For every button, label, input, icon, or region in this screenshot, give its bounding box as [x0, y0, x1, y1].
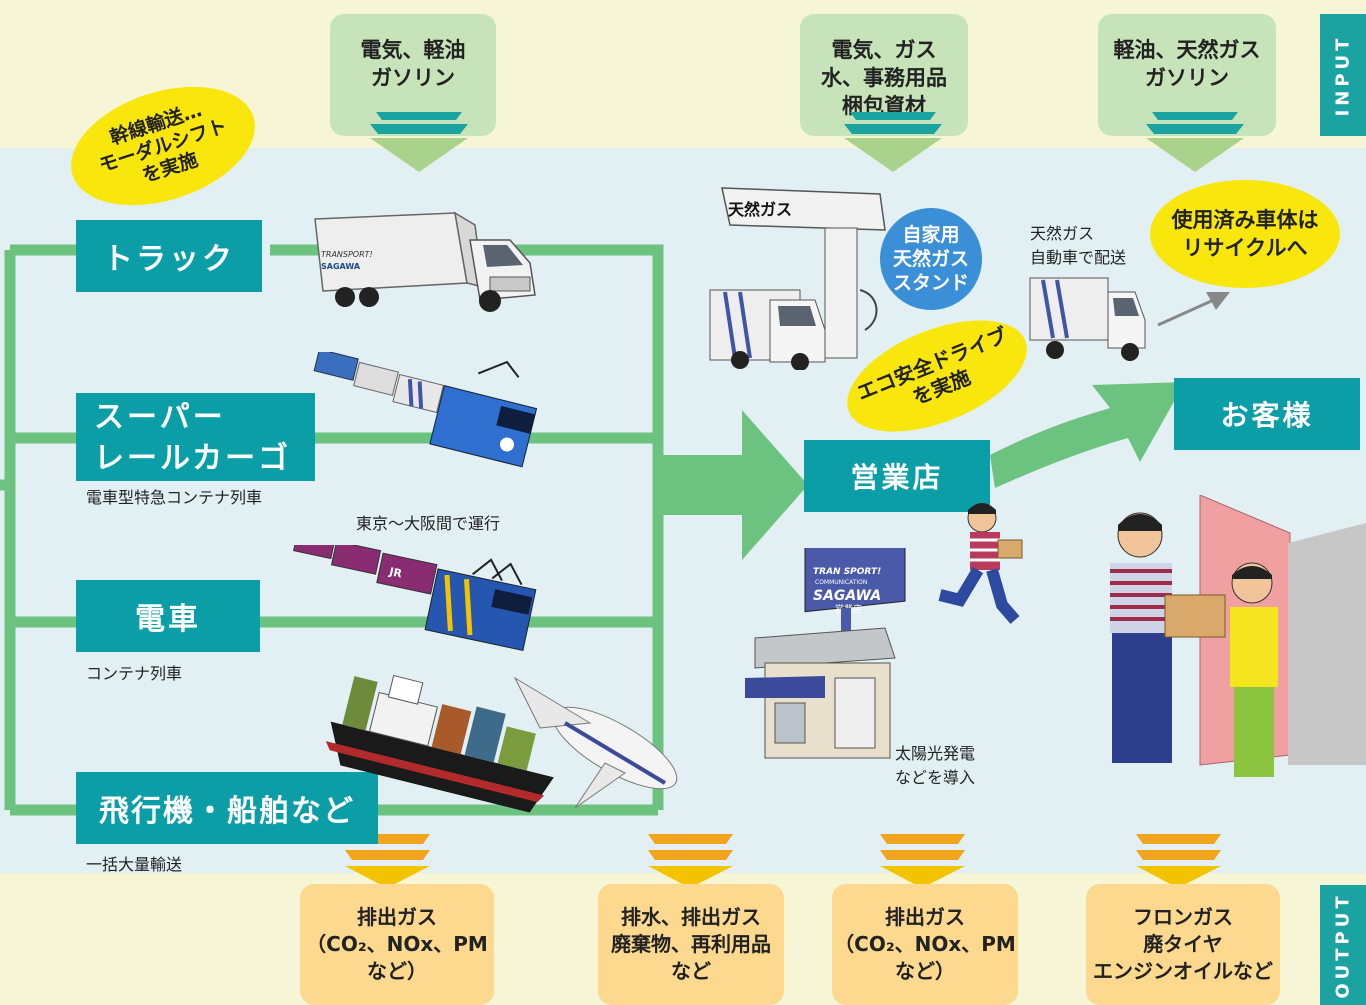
route-caption: 東京〜大阪間で運行	[356, 514, 501, 533]
output-box-4: フロンガス 廃タイヤ エンジンオイルなど	[1086, 884, 1280, 1005]
branch-office-node: 営業店	[804, 440, 990, 512]
gas-stand-bubble: 自家用 天然ガス スタンド	[880, 208, 982, 310]
recycle-arrow-head	[1206, 292, 1230, 310]
branch-store-illustration: TRAN SPORT! COMMUNICATION SAGAWA 営業店	[745, 548, 906, 759]
recycle-bubble: 使用済み車体は リサイクルへ	[1150, 180, 1340, 288]
plane-ship-label: 飛行機・船舶など	[76, 772, 378, 844]
svg-text:TRANSPORT!: TRANSPORT!	[321, 250, 373, 259]
truck-label: トラック	[76, 220, 262, 292]
output-box-1: 排出ガス （CO₂、NOx、PM など）	[300, 884, 494, 1005]
running-courier-illustration	[938, 503, 1023, 624]
plane-icon	[513, 676, 678, 809]
svg-text:COMMUNICATION: COMMUNICATION	[815, 579, 867, 586]
output-arrow-3	[880, 834, 965, 888]
output-arrow-4	[1136, 834, 1221, 888]
input-arrow-3	[1146, 112, 1244, 172]
output-box-3: 排出ガス （CO₂、NOx、PM など）	[832, 884, 1018, 1005]
container-train-illustration: JR	[293, 545, 537, 652]
svg-text:SAGAWA: SAGAWA	[813, 588, 881, 604]
input-arrows	[370, 112, 1244, 172]
solar-caption: 太陽光発電 などを導入	[895, 744, 976, 787]
output-tab: OUTPUT	[1320, 885, 1366, 1005]
cng-delivery-caption: 天然ガス 自動車で配送	[1030, 224, 1127, 267]
output-box-2: 排水、排出ガス 廃棄物、再利用品 など	[598, 884, 784, 1005]
input-tab: INPUT	[1320, 14, 1366, 136]
output-arrow-2	[648, 834, 733, 888]
svg-text:TRAN SPORT!: TRAN SPORT!	[813, 567, 881, 577]
svg-text:天然ガス: 天然ガス	[728, 200, 792, 219]
sagawa-truck-illustration: TRANSPORT! SAGAWA	[314, 211, 536, 312]
train-label: 電車	[76, 580, 260, 652]
handover-scene-illustration	[1110, 495, 1366, 777]
cng-gas-station-illustration: 天然ガス	[709, 187, 886, 370]
super-rail-caption: 電車型特急コンテナ列車	[86, 488, 263, 507]
input-arrow-2	[844, 112, 942, 172]
arrow-to-customer	[990, 382, 1185, 488]
ship-and-plane-illustration	[325, 674, 678, 813]
cng-delivery-truck-illustration	[1029, 277, 1146, 361]
svg-text:JR: JR	[387, 565, 403, 581]
super-rail-label: スーパー レールカーゴ	[76, 393, 315, 481]
plane-ship-caption: 一括大量輸送	[86, 855, 183, 874]
arrow-to-branch	[658, 410, 808, 560]
train-caption: コンテナ列車	[86, 664, 183, 683]
svg-text:SAGAWA: SAGAWA	[321, 262, 361, 271]
super-rail-train-illustration	[313, 352, 538, 468]
customer-node: お客様	[1174, 378, 1360, 450]
input-arrow-1	[370, 112, 468, 172]
